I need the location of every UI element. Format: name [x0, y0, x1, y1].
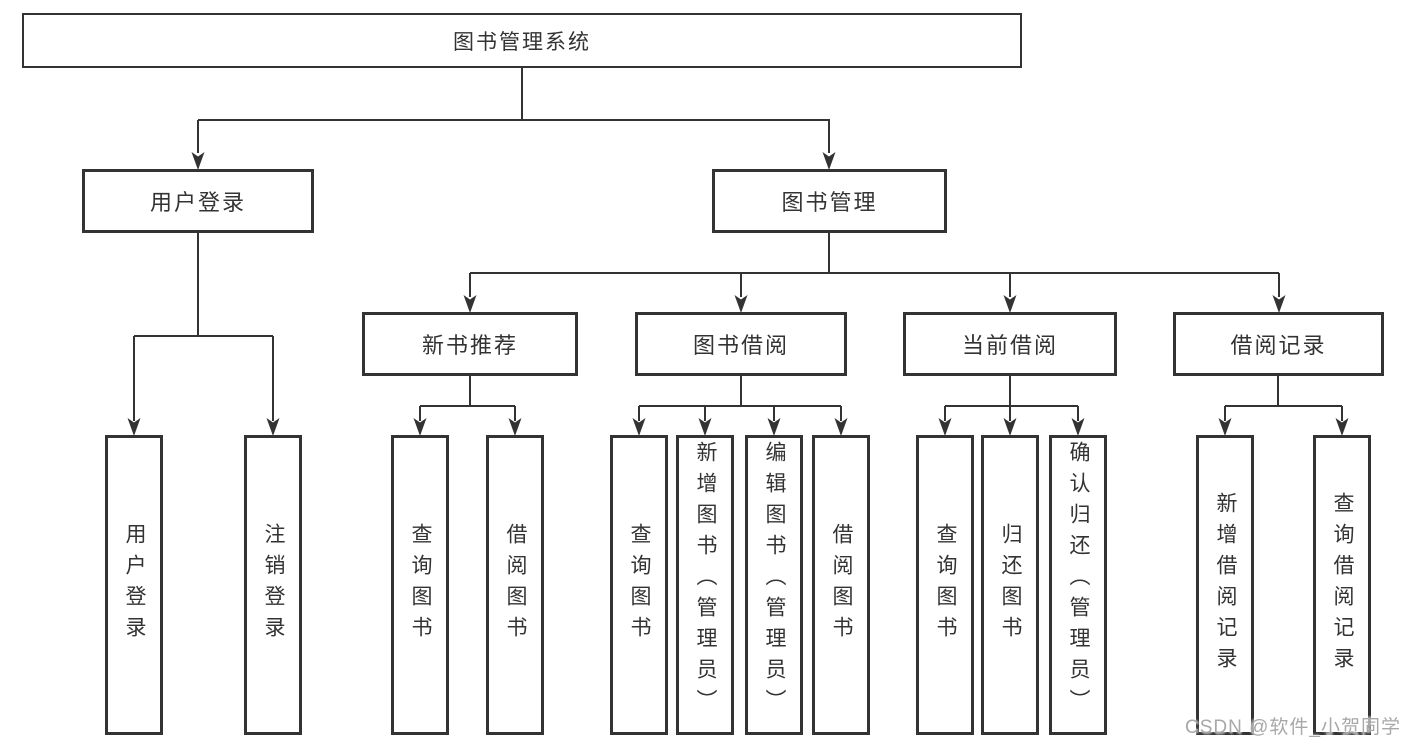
leaf-query-books-3: 查询图书 — [916, 435, 974, 735]
leaf-borrow-books-2: 借阅图书 — [812, 435, 870, 735]
leaf-query-borrow-record: 查询借阅记录 — [1313, 435, 1371, 735]
leaf-add-borrow-record: 新增借阅记录 — [1196, 435, 1254, 735]
node-system-root: 图书管理系统 — [22, 13, 1022, 68]
leaf-query-books-2: 查询图书 — [610, 435, 668, 735]
node-book-borrow: 图书借阅 — [635, 312, 847, 376]
node-borrow-records: 借阅记录 — [1173, 312, 1384, 376]
node-current-borrow: 当前借阅 — [903, 312, 1117, 376]
leaf-logout: 注销登录 — [244, 435, 302, 735]
node-new-book-recommend: 新书推荐 — [362, 312, 578, 376]
leaf-user-login: 用户登录 — [105, 435, 163, 735]
leaf-add-book-admin: 新增图书（管理员） — [676, 435, 734, 735]
leaf-return-book: 归还图书 — [981, 435, 1039, 735]
node-book-management: 图书管理 — [712, 169, 947, 233]
leaf-query-books-1: 查询图书 — [391, 435, 449, 735]
leaf-confirm-return-admin: 确认归还（管理员） — [1049, 435, 1107, 735]
watermark: CSDN @软件_小贺同学 — [1185, 717, 1401, 738]
node-user-login: 用户登录 — [82, 169, 314, 233]
leaf-edit-book-admin: 编辑图书（管理员） — [745, 435, 803, 735]
leaf-borrow-books-1: 借阅图书 — [486, 435, 544, 735]
